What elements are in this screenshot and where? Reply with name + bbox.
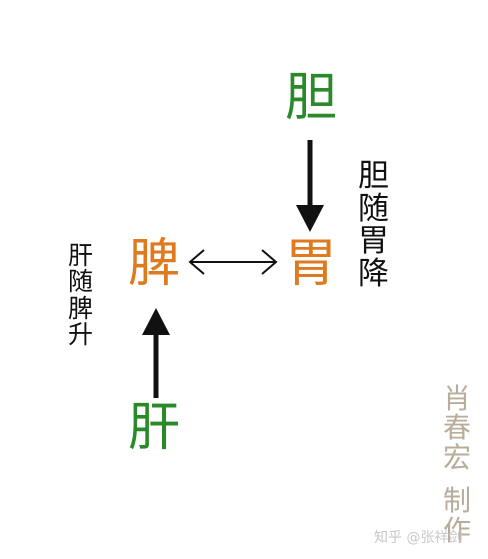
- vertical-char: 肖: [443, 382, 472, 415]
- double-arrow-icon: [188, 249, 278, 275]
- vertical-char: 脾: [68, 293, 94, 323]
- organ-spleen: 脾: [128, 234, 181, 294]
- vertical-char: 随: [68, 267, 94, 297]
- organ-liver: 肝: [128, 398, 181, 458]
- vertical-char: 作: [443, 513, 472, 547]
- vertical-char: 宏: [443, 440, 472, 474]
- vertical-char: 春: [443, 411, 472, 445]
- watermark: 知乎 @张祥剑: [374, 530, 463, 546]
- relation-label-right: 胆随胃降: [358, 160, 389, 290]
- author-name: 肖春宏: [443, 382, 472, 474]
- vertical-char: 肝: [68, 241, 94, 270]
- vertical-char: 升: [68, 319, 94, 349]
- vertical-char: 胆: [358, 158, 389, 194]
- relation-label-left: 肝随脾升: [68, 241, 94, 349]
- author-role: 制作: [443, 486, 471, 545]
- author-credit: 肖春宏 制作: [443, 384, 471, 545]
- vertical-char: 胃: [358, 223, 389, 260]
- up-arrow-icon: [142, 308, 170, 398]
- vertical-char: 制: [443, 484, 472, 518]
- organ-stomach: 胃: [285, 234, 338, 294]
- vertical-char: 降: [358, 255, 389, 292]
- organ-gallbladder: 胆: [285, 68, 338, 128]
- vertical-char: 随: [358, 190, 389, 227]
- down-arrow-icon: [296, 140, 324, 232]
